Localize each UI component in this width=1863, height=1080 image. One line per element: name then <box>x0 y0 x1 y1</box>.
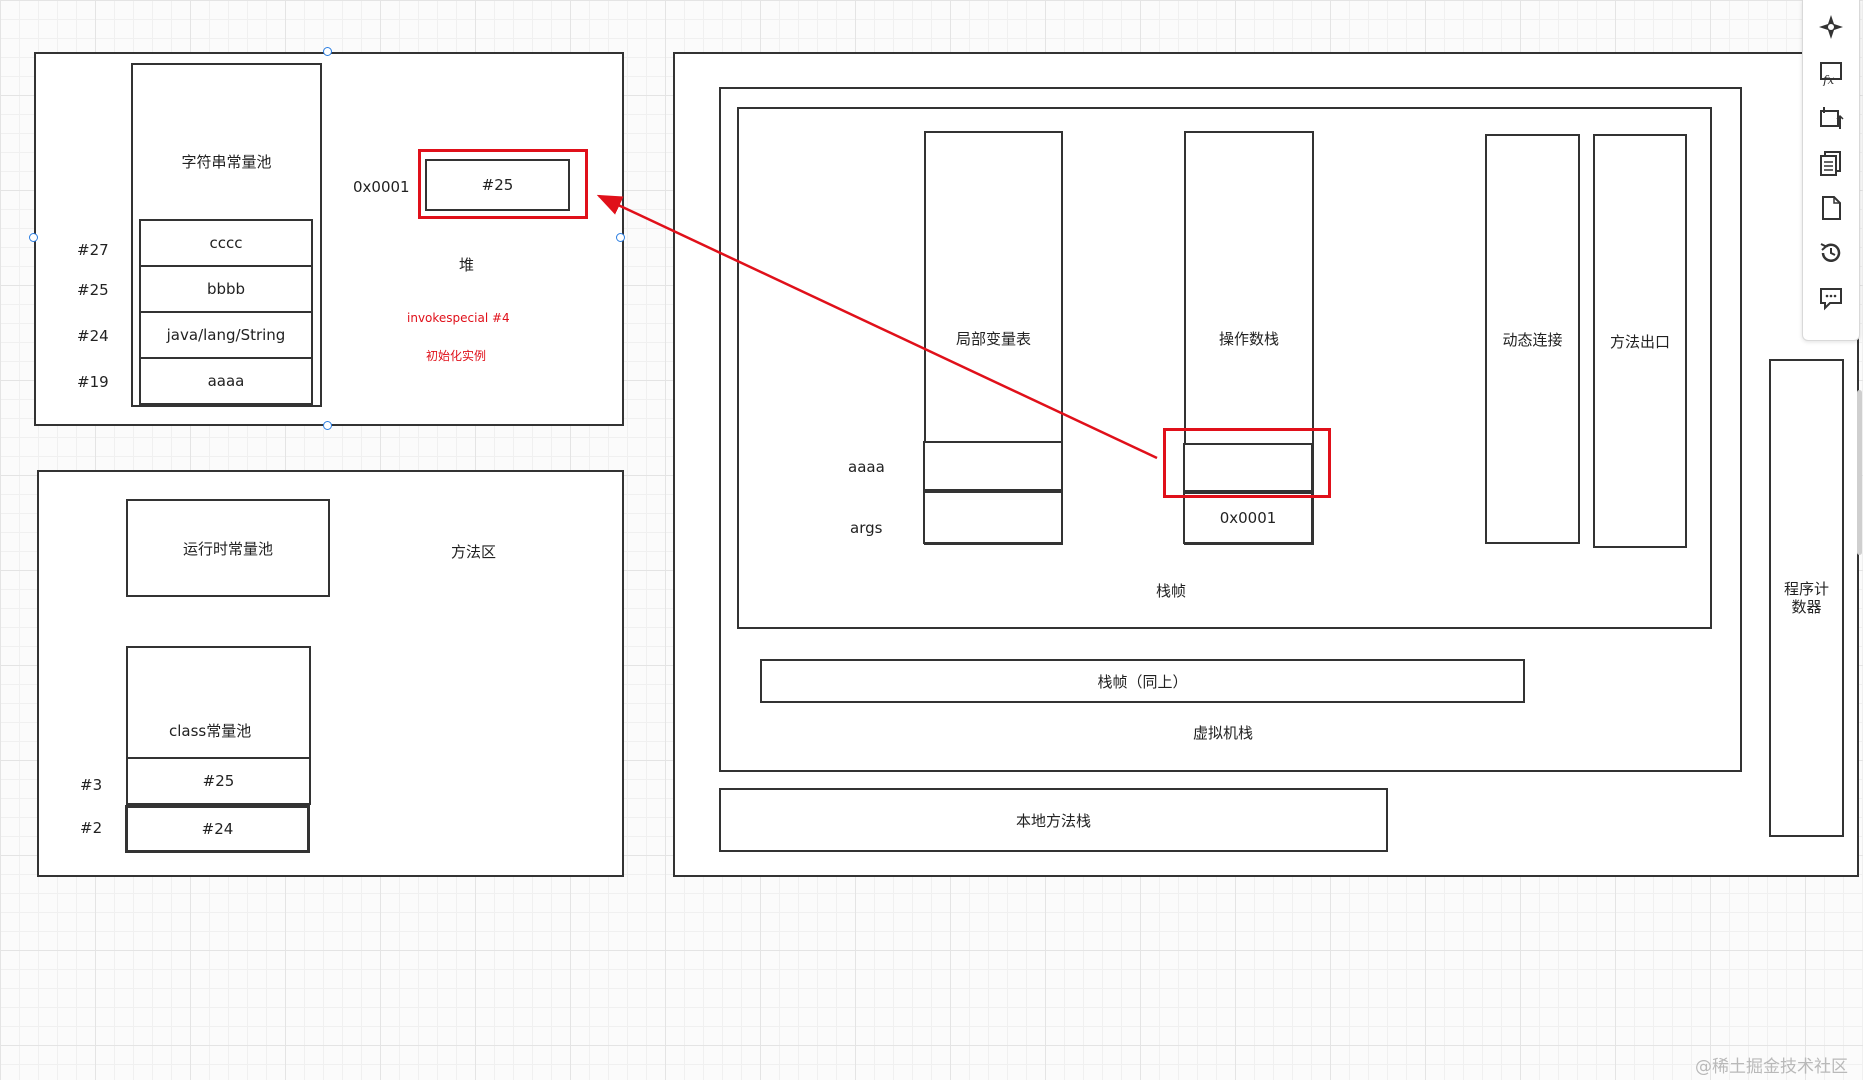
runtime-constant-pool[interactable]: 运行时常量池 <box>126 499 330 597</box>
object-ref-value: #25 <box>481 176 514 194</box>
pc-register-title: 程序计数器 <box>1783 580 1829 616</box>
side-toolbar: fx <box>1802 0 1860 341</box>
class-pool-index-2: #2 <box>80 819 103 837</box>
stack-frame-title: 栈帧 <box>1156 582 1187 600</box>
pool-entry-value: cccc <box>209 234 243 252</box>
formula-icon[interactable]: fx <box>1816 58 1846 88</box>
pool-index-19: #19 <box>77 373 109 391</box>
pool-entry-value: java/lang/String <box>166 326 286 344</box>
class-pool-entry-value: #24 <box>201 820 234 838</box>
native-method-stack[interactable]: 本地方法栈 <box>719 788 1388 852</box>
class-pool-entry-value: #25 <box>202 772 235 790</box>
object-highlight <box>418 149 588 219</box>
local-var-slot-args[interactable] <box>923 491 1063 544</box>
native-stack-title: 本地方法栈 <box>1015 811 1091 830</box>
local-var-label-aaaa: aaaa <box>848 458 885 476</box>
svg-text:fx: fx <box>1822 73 1834 86</box>
local-var-label-args: args <box>850 519 883 537</box>
operand-highlight <box>1163 428 1331 498</box>
string-pool-title: 字符串常量池 <box>181 153 272 171</box>
operand-stack-title: 操作数栈 <box>1218 329 1279 348</box>
pc-register[interactable]: 程序计数器 <box>1769 359 1844 837</box>
selection-handle-right[interactable] <box>616 233 625 242</box>
local-vars-title: 局部变量表 <box>955 329 1031 348</box>
stack-frame-same[interactable]: 栈帧（同上） <box>760 659 1525 703</box>
pool-index-25: #25 <box>77 281 109 299</box>
history-icon[interactable] <box>1816 238 1846 268</box>
pool-index-27: #27 <box>77 241 109 259</box>
local-var-slot-aaaa[interactable] <box>923 441 1063 491</box>
method-exit-title: 方法出口 <box>1609 332 1670 351</box>
string-pool-entry-27[interactable]: cccc <box>139 219 313 267</box>
class-pool-index-3: #3 <box>80 776 103 794</box>
heap-title: 堆 <box>459 256 475 274</box>
navigate-icon[interactable] <box>1816 12 1846 42</box>
pool-entry-value: bbbb <box>206 280 246 298</box>
method-exit[interactable]: 方法出口 <box>1593 134 1687 548</box>
selection-handle-left[interactable] <box>29 233 38 242</box>
class-pool-entry-2[interactable]: #24 <box>125 805 310 853</box>
resize-canvas-icon[interactable] <box>1816 103 1846 133</box>
dynamic-link-title: 动态连接 <box>1502 330 1563 349</box>
comment-icon[interactable] <box>1816 283 1846 313</box>
watermark: @稀土掘金技术社区 <box>1695 1057 1848 1077</box>
pool-entry-value: aaaa <box>207 372 245 390</box>
selection-handle-top[interactable] <box>323 47 332 56</box>
pool-index-24: #24 <box>77 327 109 345</box>
string-pool-entry-24[interactable]: java/lang/String <box>139 311 313 359</box>
string-pool-entry-25[interactable]: bbbb <box>139 265 313 313</box>
selection-handle-bottom[interactable] <box>323 421 332 430</box>
class-pool-entry-3[interactable]: #25 <box>126 757 311 805</box>
vm-stack-title: 虚拟机栈 <box>1193 724 1254 742</box>
string-pool-entry-19[interactable]: aaaa <box>139 357 313 405</box>
operand-slot-top[interactable] <box>1183 443 1313 492</box>
class-constant-pool[interactable] <box>126 646 311 760</box>
operand-slot-value[interactable]: 0x0001 <box>1183 492 1313 544</box>
object-address: 0x0001 <box>353 178 410 196</box>
document-icon[interactable] <box>1816 193 1846 223</box>
pages-icon[interactable] <box>1816 148 1846 178</box>
stack-frame-same-title: 栈帧（同上） <box>1097 672 1188 691</box>
invokespecial-annotation: invokespecial #4 <box>407 311 510 325</box>
object-ref-box[interactable]: #25 <box>425 159 570 211</box>
runtime-pool-title: 运行时常量池 <box>182 539 273 558</box>
scrollbar-thumb[interactable] <box>1857 390 1862 555</box>
dynamic-link[interactable]: 动态连接 <box>1485 134 1580 544</box>
operand-value: 0x0001 <box>1219 509 1277 527</box>
class-pool-title: class常量池 <box>169 722 252 740</box>
method-area-title: 方法区 <box>451 543 497 561</box>
init-instance-annotation: 初始化实例 <box>426 349 487 363</box>
